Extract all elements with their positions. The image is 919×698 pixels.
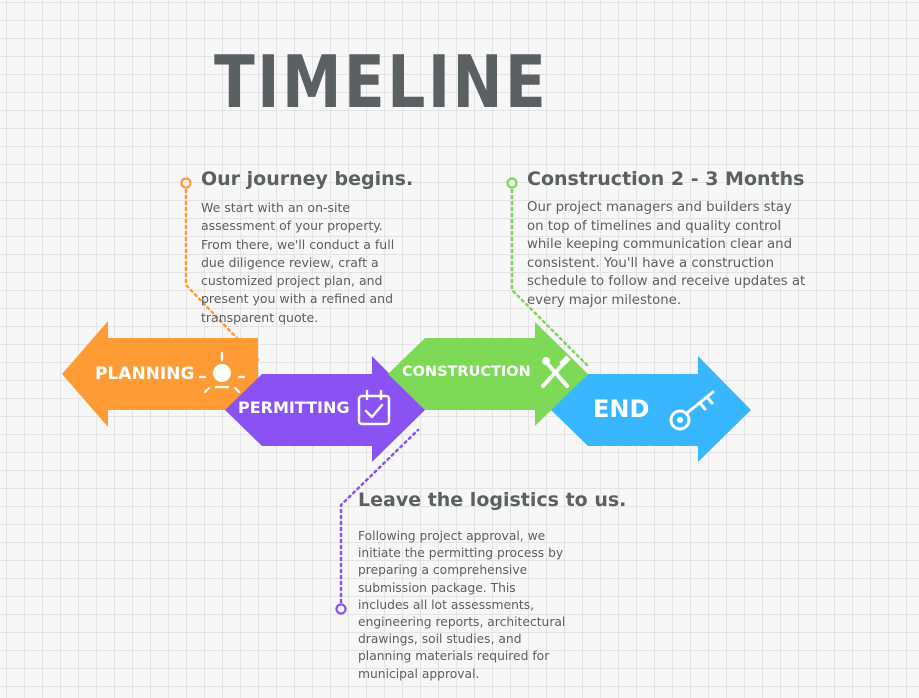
page-title: TIMELINE (214, 40, 549, 124)
tools-icon (541, 355, 571, 388)
stage-label-permitting: PERMITTING (238, 398, 350, 417)
stage-label-planning: PLANNING (95, 364, 195, 384)
planning-callout-body: We start with an on-site assessment of y… (201, 200, 395, 325)
construction-arrow (388, 322, 588, 426)
key-icon (669, 390, 715, 431)
construction-connector (506, 177, 589, 367)
planning-connector (180, 177, 260, 362)
construction-callout-body: Our project managers and builders stay o… (527, 200, 806, 308)
stage-label-construction: CONSTRUCTION (402, 364, 531, 380)
stage-label-end: END (593, 395, 650, 423)
calendar-check-icon (357, 389, 391, 426)
construction-callout-heading: Construction 2 - 3 Months (527, 168, 805, 190)
permitting-callout-heading: Leave the logistics to us. (358, 489, 627, 511)
lightbulb-icon (198, 351, 246, 394)
planning-arrow (62, 321, 258, 427)
permitting-arrow (225, 356, 425, 462)
permitting-connector (335, 428, 420, 615)
permitting-callout-body: Following project approval, we initiate … (358, 529, 566, 681)
planning-callout-heading: Our journey begins. (201, 168, 414, 190)
end-arrow (551, 356, 751, 462)
